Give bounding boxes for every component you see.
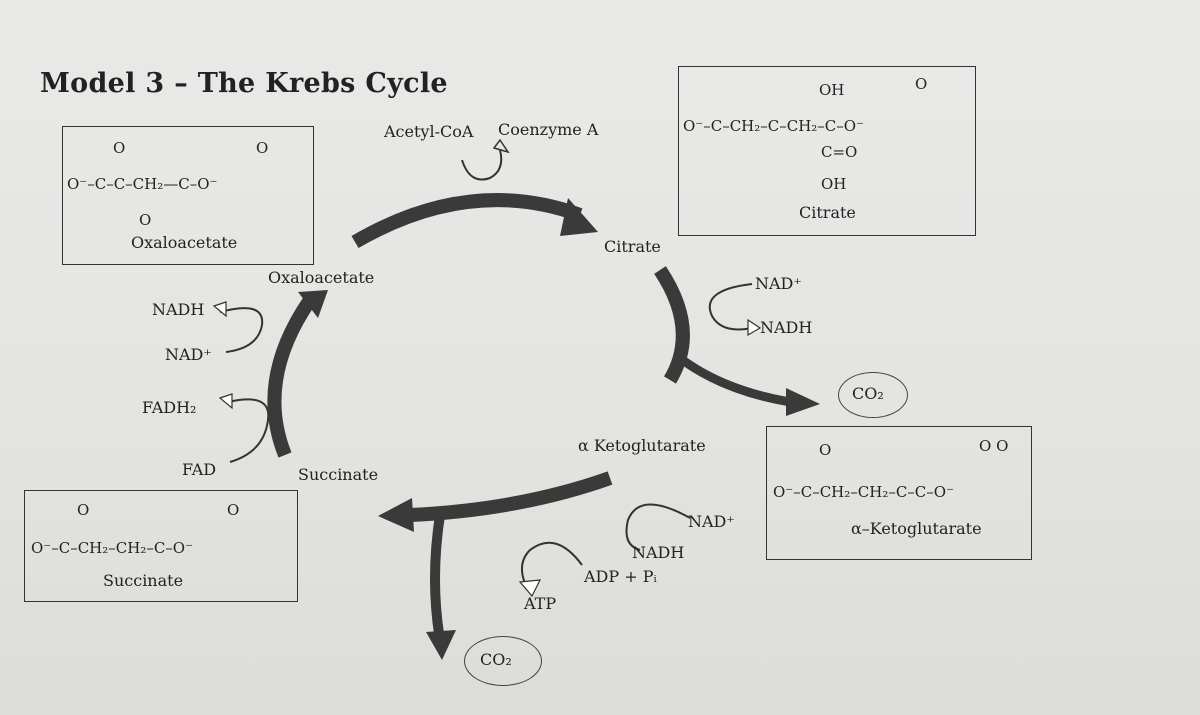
oxaloacetate-bottom-o: O xyxy=(139,211,152,229)
citrate-bottom-oh: OH xyxy=(821,175,847,193)
arrowhead-succinate xyxy=(378,498,414,532)
ketoglutarate-chain: O⁻–C–CH₂–CH₂–C–C–O⁻ xyxy=(773,483,955,501)
arrow-ketoglutarate-to-succinate xyxy=(409,471,613,522)
right-co2-label: CO₂ xyxy=(852,384,884,403)
ketoglutarate-top-o: O xyxy=(819,441,832,459)
right-co2-bubble xyxy=(838,372,908,418)
right-nadh-label: NADH xyxy=(760,318,813,337)
cycle-oxaloacetate-label: Oxaloacetate xyxy=(268,268,375,287)
cycle-citrate-label: Citrate xyxy=(604,237,661,256)
left-fadh2-label: FADH₂ xyxy=(142,398,197,417)
oxaloacetate-top-o-left: O xyxy=(113,139,126,157)
adp-to-atp-curl-icon xyxy=(521,541,583,591)
left-fad-label: FAD xyxy=(182,460,217,479)
citrate-top-o: O xyxy=(915,75,928,93)
ketoglutarate-structure-box: O O O O⁻–C–CH₂–CH₂–C–C–O⁻ α–Ketoglutarat… xyxy=(766,426,1032,560)
nadh-nad-left-curl-icon xyxy=(219,307,264,353)
citrate-structure-name: Citrate xyxy=(799,203,856,222)
arrow-succinate-to-oxaloacetate xyxy=(267,296,316,458)
arrowhead-oxaloacetate xyxy=(298,290,328,318)
left-nadh-label: NADH xyxy=(152,300,205,319)
nad-to-nadh-bottom-curl-icon xyxy=(625,503,691,551)
succinate-structure-name: Succinate xyxy=(103,571,184,590)
arrowhead-co2-right xyxy=(786,388,820,416)
coenzyme-a-label: Coenzyme A xyxy=(498,120,599,139)
succinate-chain: O⁻–C–CH₂–CH₂–C–O⁻ xyxy=(31,539,194,557)
ketoglutarate-structure-name: α–Ketoglutarate xyxy=(851,519,982,538)
right-nad-label: NAD⁺ xyxy=(755,274,802,293)
nad-to-nadh-right-curl-icon xyxy=(708,283,753,331)
oxaloacetate-chain: O⁻–C–C–CH₂—C–O⁻ xyxy=(67,175,218,193)
arrow-citrate-down xyxy=(654,266,690,384)
arrow-oxaloacetate-to-citrate xyxy=(351,193,583,249)
citrate-carbonyl: C=O xyxy=(821,143,858,161)
citrate-structure-box: OH O O⁻–C–CH₂–C–CH₂–C–O⁻ C=O OH Citrate xyxy=(678,66,976,236)
left-nad-label: NAD⁺ xyxy=(165,345,212,364)
succinate-structure-box: O O O⁻–C–CH₂–CH₂–C–O⁻ Succinate xyxy=(24,490,298,602)
bottom-nadh-label: NADH xyxy=(632,543,685,562)
citrate-chain: O⁻–C–CH₂–C–CH₂–C–O⁻ xyxy=(683,117,865,135)
arrowhead-citrate xyxy=(560,198,598,236)
citrate-top-oh: OH xyxy=(819,81,845,99)
page-title: Model 3 – The Krebs Cycle xyxy=(40,68,448,99)
bottom-nad-label: NAD⁺ xyxy=(688,512,735,531)
fadh2-fad-left-curl-icon xyxy=(227,398,270,463)
oxaloacetate-top-o-right: O xyxy=(256,139,269,157)
acetyl-coa-label: Acetyl-CoA xyxy=(384,122,474,141)
arrowhead-co2-bottom xyxy=(426,630,456,660)
cycle-succinate-label: Succinate xyxy=(298,465,379,484)
bottom-adp-label: ADP + Pᵢ xyxy=(584,567,657,586)
bottom-co2-bubble xyxy=(464,636,542,686)
cycle-ketoglutarate-label: α Ketoglutarate xyxy=(578,436,706,455)
bottom-atp-label: ATP xyxy=(524,594,557,613)
oxaloacetate-structure-name: Oxaloacetate xyxy=(131,233,238,252)
ketoglutarate-top-oo: O O xyxy=(979,437,1009,455)
arrow-branch-co2-bottom xyxy=(430,514,445,641)
arrow-branch-co2 xyxy=(673,351,791,407)
succinate-top-o-left: O xyxy=(77,501,90,519)
succinate-top-o-right: O xyxy=(227,501,240,519)
oxaloacetate-structure-box: O O O⁻–C–C–CH₂—C–O⁻ O Oxaloacetate xyxy=(62,126,314,265)
bottom-co2-label: CO₂ xyxy=(480,650,512,669)
acetyl-coa-curl-icon xyxy=(461,149,503,181)
